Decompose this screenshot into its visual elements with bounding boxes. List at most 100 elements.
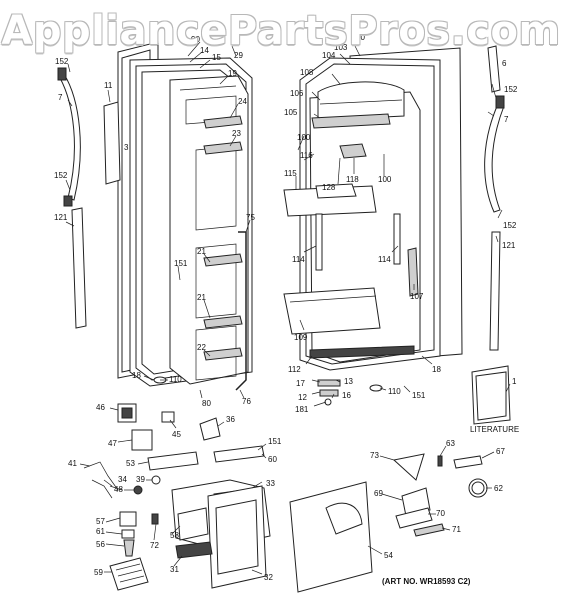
label-80: 80 xyxy=(202,399,211,408)
label-16: 16 xyxy=(342,391,351,400)
label-128: 128 xyxy=(322,183,336,192)
solenoid-56 xyxy=(123,539,135,557)
dispenser-cover-54 xyxy=(289,481,373,593)
freezer-handle xyxy=(57,67,81,207)
switch-61 xyxy=(121,529,135,539)
label-114: 114 xyxy=(378,255,391,264)
label-59: 59 xyxy=(94,568,103,577)
label-36: 36 xyxy=(226,415,235,424)
literature-booklet-1 xyxy=(471,365,511,425)
cam-107 xyxy=(407,247,419,297)
label-114: 114 xyxy=(292,255,305,264)
label-23: 23 xyxy=(232,129,241,138)
label-152: 152 xyxy=(503,221,517,230)
label-121: 121 xyxy=(54,213,68,222)
label-60: 60 xyxy=(268,455,277,464)
label-31: 31 xyxy=(170,565,179,574)
nut-48 xyxy=(133,485,143,495)
label-21: 21 xyxy=(197,247,206,256)
label-41: 41 xyxy=(68,459,77,468)
shelf-support-114-left xyxy=(315,213,323,271)
label-76: 76 xyxy=(242,397,251,406)
motor-57 xyxy=(119,511,137,527)
chute-32 xyxy=(207,485,267,589)
freezer-door-shelf-23 xyxy=(203,141,243,155)
nut-39 xyxy=(151,475,161,485)
shelf-support-114-right xyxy=(393,213,401,265)
label-72: 72 xyxy=(150,541,159,550)
clip-63 xyxy=(437,455,443,467)
dairy-compartment-108 xyxy=(317,81,405,121)
label-69: 69 xyxy=(374,489,383,498)
label-22: 22 xyxy=(197,343,206,352)
label-151: 151 xyxy=(174,259,188,268)
label-121: 121 xyxy=(502,241,516,250)
tray-118 xyxy=(339,143,367,159)
arm-71 xyxy=(413,523,445,537)
freezer-door-shelf-21a xyxy=(203,253,243,267)
label-118: 118 xyxy=(346,175,359,184)
label-39: 39 xyxy=(136,475,145,484)
label-56: 56 xyxy=(96,540,105,549)
clip-45 xyxy=(161,411,175,423)
label-18: 18 xyxy=(432,365,441,374)
label-11: 11 xyxy=(104,81,113,90)
bracket-67 xyxy=(453,455,483,469)
label-6: 6 xyxy=(502,59,507,68)
label-110: 110 xyxy=(388,387,401,396)
label-7: 7 xyxy=(504,115,509,124)
label-29: 29 xyxy=(234,51,243,60)
plate-53 xyxy=(147,451,199,471)
chute-73 xyxy=(392,453,425,481)
label-1: 1 xyxy=(512,377,517,386)
freezer-door-shelf-24 xyxy=(203,115,243,129)
label-7: 7 xyxy=(58,93,63,102)
bar-60 xyxy=(213,445,265,463)
label-71: 71 xyxy=(452,525,461,534)
label-90: 90 xyxy=(191,35,200,44)
ring-62 xyxy=(468,478,488,498)
freezer-door-shelf-21b xyxy=(203,315,243,329)
label-21: 21 xyxy=(197,293,206,302)
label-181: 181 xyxy=(295,405,309,414)
hinge-parts-12-17 xyxy=(317,379,341,406)
label-46: 46 xyxy=(96,403,105,412)
label-48: 48 xyxy=(114,485,123,494)
freezer-hinge-bracket-11 xyxy=(103,101,121,185)
label-151: 151 xyxy=(268,437,282,446)
door-stop-110-right xyxy=(369,384,383,392)
label-106: 106 xyxy=(290,89,304,98)
label-53: 53 xyxy=(126,459,135,468)
shelf-115 xyxy=(283,183,377,217)
bracket-47 xyxy=(131,429,153,451)
label-15: 15 xyxy=(212,53,221,62)
freezer-door-shelf-22 xyxy=(203,347,243,361)
label-63: 63 xyxy=(446,439,455,448)
freezer-handle-trim-121 xyxy=(71,207,87,329)
screw-34 xyxy=(109,485,123,491)
label-152: 152 xyxy=(504,85,518,94)
label-12: 12 xyxy=(298,393,307,402)
label-115: 115 xyxy=(284,169,297,178)
label-67: 67 xyxy=(496,447,505,456)
watermark: AppliancePartsPros.com xyxy=(1,8,561,54)
label-107: 107 xyxy=(410,292,424,301)
label-24: 24 xyxy=(238,97,247,106)
door-rail-112 xyxy=(309,345,415,359)
leader-lines xyxy=(65,41,511,575)
label-45: 45 xyxy=(172,430,181,439)
shelf-109 xyxy=(283,287,381,335)
label-73: 73 xyxy=(370,451,379,460)
switch-46 xyxy=(117,403,137,423)
label-116: 116 xyxy=(300,151,313,160)
label-75: 75 xyxy=(246,213,255,222)
label-57: 57 xyxy=(96,517,105,526)
label-10: 10 xyxy=(356,33,365,42)
label-105: 105 xyxy=(284,108,298,117)
part-number-labels: 152 7 11 3 152 121 90 14 15 29 19 24 23 … xyxy=(54,33,519,586)
label-62: 62 xyxy=(494,484,503,493)
fresh-food-handle-trim-121 xyxy=(489,231,501,351)
actuator-36 xyxy=(199,417,221,441)
